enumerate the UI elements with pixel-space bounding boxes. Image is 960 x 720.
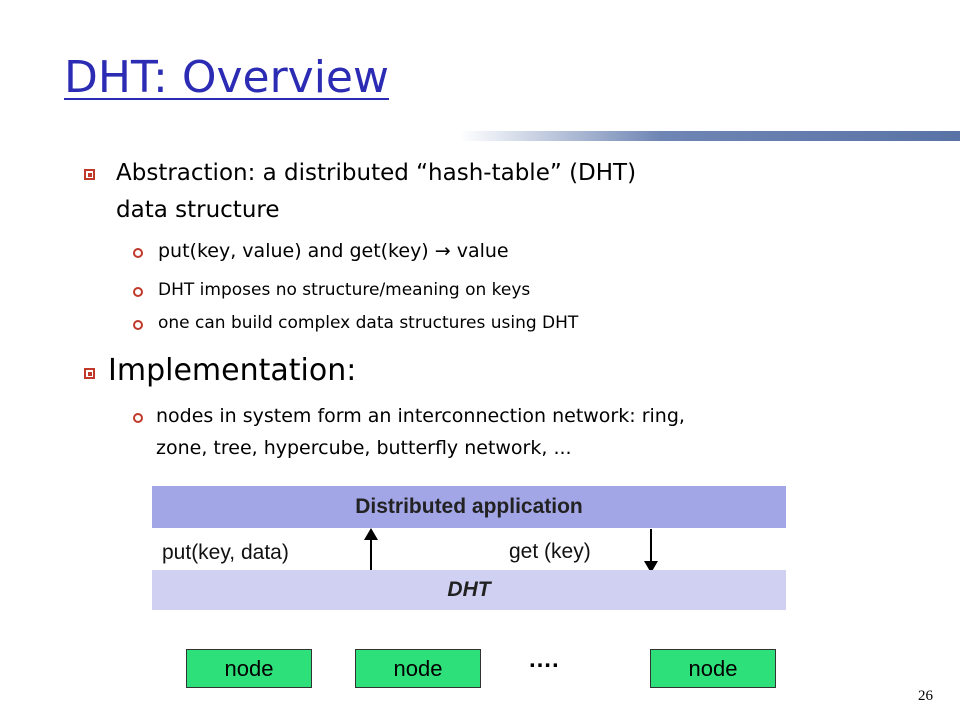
- dht-band: DHT: [152, 570, 786, 610]
- square-bullet-icon: [84, 169, 95, 180]
- title-underline-bar: [460, 131, 960, 141]
- bullet-abstraction-line2: data structure: [116, 197, 280, 223]
- bullet-implementation: Implementation:: [108, 353, 357, 388]
- node-box: node: [355, 649, 481, 688]
- circle-bullet-icon: [133, 248, 143, 258]
- page-number: 26: [918, 688, 933, 704]
- square-bullet-icon: [84, 368, 95, 379]
- node-box: node: [186, 649, 312, 688]
- circle-bullet-icon: [133, 287, 143, 297]
- get-label: get (key): [509, 540, 591, 563]
- ellipsis: ….: [528, 646, 559, 673]
- circle-bullet-icon: [133, 413, 143, 423]
- put-label: put(key, data): [162, 541, 289, 564]
- sub-bullet-complex-structures: one can build complex data structures us…: [158, 313, 579, 333]
- bullet-abstraction-line1: Abstraction: a distributed “hash-table” …: [116, 160, 637, 186]
- sub-bullet-nodes-line1: nodes in system form an interconnection …: [156, 405, 685, 427]
- circle-bullet-icon: [133, 320, 143, 330]
- sub-bullet-no-structure: DHT imposes no structure/meaning on keys: [158, 280, 531, 300]
- sub-bullet-put-get: put(key, value) and get(key) → value: [158, 240, 509, 262]
- slide-title: DHT: Overview: [64, 52, 389, 103]
- sub-bullet-nodes-line2: zone, tree, hypercube, butterfly network…: [156, 437, 572, 459]
- node-box: node: [650, 649, 776, 688]
- distributed-application-band: Distributed application: [152, 486, 786, 528]
